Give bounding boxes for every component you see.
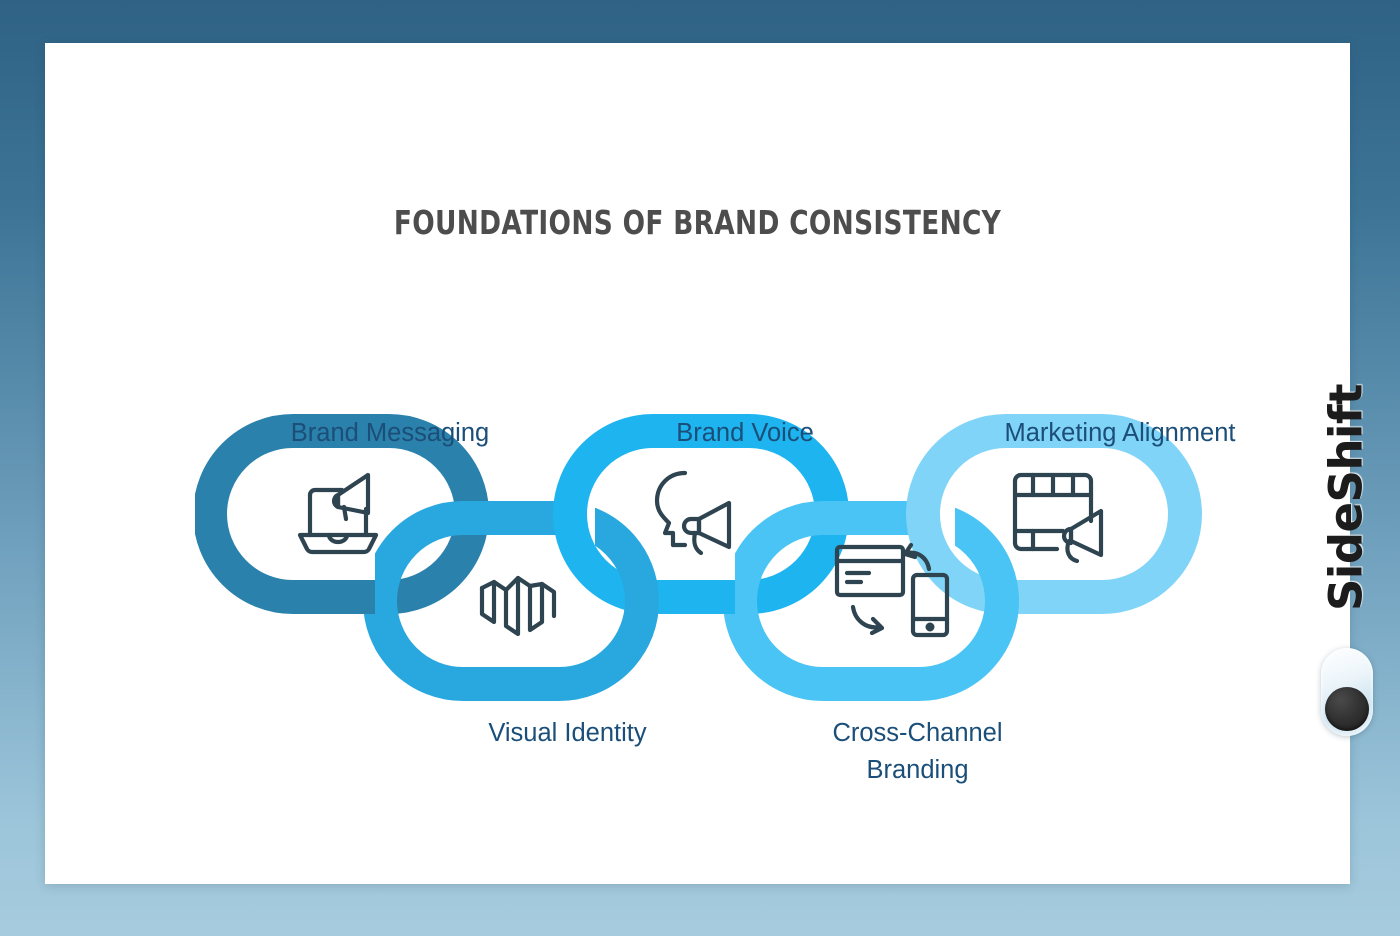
chain-link-4-over-5 <box>955 507 1019 653</box>
chain-link-2-over-3 <box>595 507 659 653</box>
node-label-cross-channel-branding: Cross-Channel Branding <box>832 719 1003 784</box>
chain-diagram-svg <box>195 414 1202 701</box>
chain-link-2-over-1 <box>375 501 515 653</box>
node-label-brand-voice: Brand Voice <box>676 419 814 447</box>
laptop-megaphone-icon <box>297 472 379 555</box>
node-label-visual-identity: Visual Identity <box>488 719 647 747</box>
node-label-marketing-alignment: Marketing Alignment <box>1004 419 1236 447</box>
calendar-megaphone-icon <box>1012 472 1104 564</box>
page-title: FOUNDATIONS OF BRAND CONSISTENCY <box>393 203 1002 242</box>
slide-card: FOUNDATIONS OF BRAND CONSISTENCY <box>45 43 1373 884</box>
brand-name-text: SideShift <box>1319 383 1373 612</box>
brand-logo: SideShift <box>1303 343 1398 743</box>
chain-link-4-over-3 <box>735 501 875 653</box>
node-label-brand-messaging: Brand Messaging <box>290 419 490 447</box>
toggle-switch-mark-icon <box>1321 648 1373 736</box>
desktop-mobile-sync-icon <box>834 542 950 638</box>
toggle-knob-icon <box>1325 687 1369 731</box>
speaking-head-megaphone-icon <box>654 470 732 556</box>
chain-diagram <box>195 373 1205 803</box>
brand-waveform-logo-icon <box>479 575 557 637</box>
